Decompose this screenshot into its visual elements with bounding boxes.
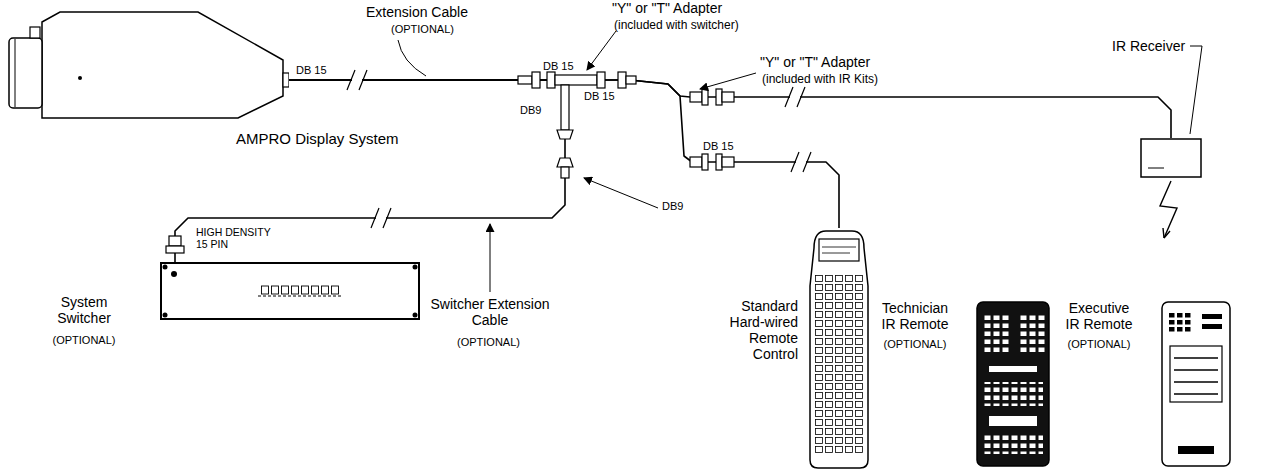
optional-note: (OPTIONAL): [46, 334, 122, 347]
leader-lines: [398, 31, 1202, 292]
connector-label: DB9: [520, 104, 541, 117]
device-name: Technician IR Remote: [878, 300, 952, 332]
cable-label: Switcher Extension Cable: [430, 296, 550, 328]
connector-label: DB 15: [584, 90, 615, 103]
optional-note: (OPTIONAL): [1062, 338, 1136, 351]
projector-drawing: [8, 8, 289, 122]
ir-receiver: IR Receiver: [1140, 138, 1202, 178]
device-name: IR Receiver: [1112, 38, 1185, 54]
wired-remote-drawing: [806, 228, 872, 470]
adapter-note: (included with IR Kits): [762, 73, 878, 87]
optional-note: (OPTIONAL): [878, 338, 952, 351]
connector-label: DB 15: [703, 140, 734, 153]
projector: AMPRO Display System: [8, 8, 289, 122]
technician-remote: Technician IR Remote(OPTIONAL): [975, 300, 1051, 468]
adapter-label: "Y" or "T" Adapter: [760, 54, 870, 70]
switcher-drawing: [160, 262, 420, 320]
connector-label: DB 15: [296, 64, 327, 77]
cable: [289, 80, 839, 228]
system-switcher: System Switcher(OPTIONAL): [160, 262, 420, 320]
wired-remote: Standard Hard-wired Remote Control: [806, 228, 872, 470]
adapter-note: (included with switcher): [614, 19, 739, 33]
optional-note: (OPTIONAL): [391, 23, 454, 36]
ir-receiver-drawing: [1140, 138, 1202, 178]
ir-signal: [1160, 181, 1177, 238]
cable: [289, 80, 1171, 138]
technician-remote-drawing: [975, 300, 1051, 468]
ir-signal: [1163, 228, 1170, 238]
device-name: AMPRO Display System: [236, 130, 399, 147]
connector-label: HIGH DENSITY 15 PIN: [196, 226, 280, 250]
optional-note: (OPTIONAL): [457, 336, 520, 349]
device-name: System Switcher: [48, 294, 120, 326]
connector-label: DB9: [662, 200, 683, 213]
device-name: Executive IR Remote: [1062, 300, 1136, 332]
cable-label: Extension Cable: [366, 4, 468, 20]
device-name: Standard Hard-wired Remote Control: [718, 298, 798, 362]
cable-breaks: [347, 70, 811, 228]
executive-remote: Executive IR Remote(OPTIONAL): [1160, 300, 1232, 468]
adapter-label: "Y" or "T" Adapter: [612, 0, 722, 16]
executive-remote-drawing: [1160, 300, 1232, 468]
connector-label: DB 15: [543, 60, 574, 73]
